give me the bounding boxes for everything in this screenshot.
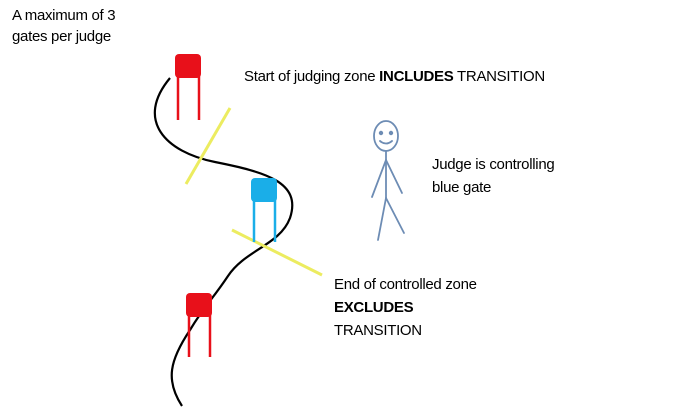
max-gates-label-line2: gates per judge xyxy=(12,28,111,45)
red-gate-bottom xyxy=(186,293,212,357)
judge-label-line1: Judge is controlling xyxy=(432,156,555,173)
start-zone-label-suffix: TRANSITION xyxy=(453,68,545,85)
end-zone-label-line2: EXCLUDES xyxy=(334,299,414,316)
judge-arm-right xyxy=(385,159,403,194)
judge-eye-right xyxy=(388,130,394,136)
end-zone-label-line3: TRANSITION xyxy=(334,322,422,339)
start-zone-label: Start of judging zone INCLUDES TRANSITIO… xyxy=(244,67,545,87)
red-gate-top xyxy=(175,54,201,120)
judge-leg-right xyxy=(385,197,405,234)
judge-head xyxy=(373,120,399,152)
start-zone-label-bold: INCLUDES xyxy=(379,68,454,85)
end-zone-label-line1: End of controlled zone xyxy=(334,276,477,293)
start-zone-line xyxy=(184,107,232,185)
judge-figure xyxy=(371,120,405,241)
end-zone-line xyxy=(231,228,323,277)
blue-gate xyxy=(251,178,277,242)
start-zone-label-prefix: Start of judging zone xyxy=(244,68,380,85)
judge-eye-left xyxy=(378,130,384,136)
judge-arm-left xyxy=(371,159,387,198)
max-gates-label-line1: A maximum of 3 xyxy=(12,7,116,24)
judge-leg-left xyxy=(377,197,387,241)
judge-mouth xyxy=(379,140,393,145)
course-line xyxy=(153,77,294,407)
judge-label-line2: blue gate xyxy=(432,179,492,196)
